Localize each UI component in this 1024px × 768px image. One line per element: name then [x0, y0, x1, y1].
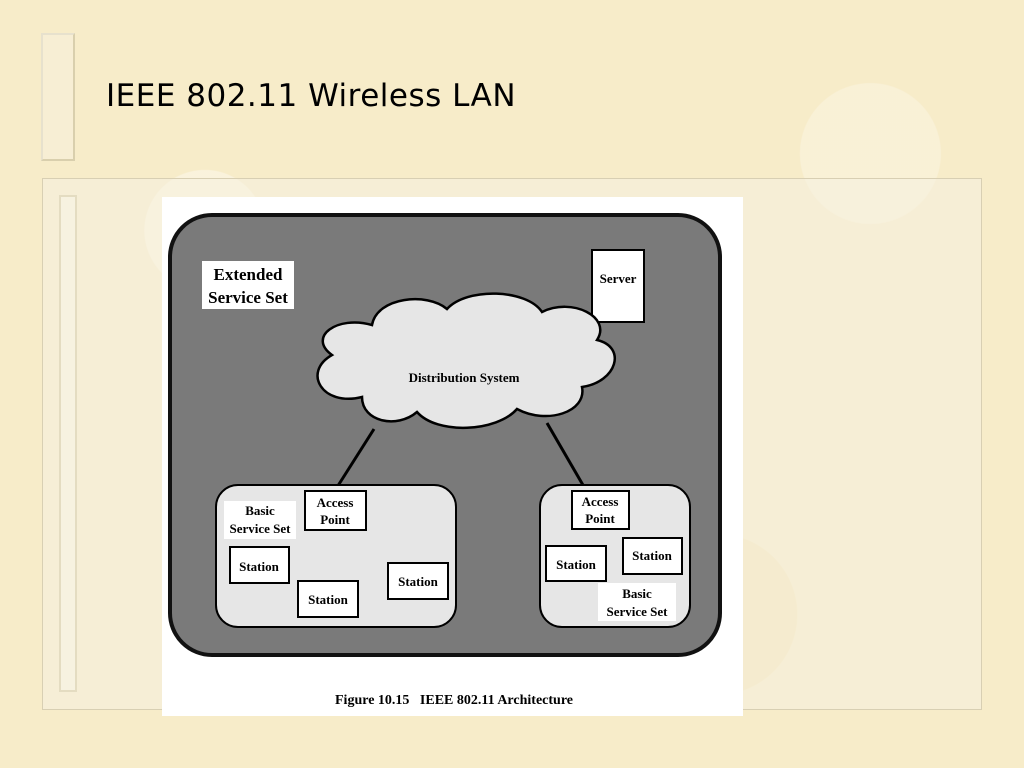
bss-left-station-2-label: Station — [308, 592, 349, 607]
ess-label-line2: Service Set — [208, 288, 288, 307]
content-accent-bar — [59, 195, 77, 692]
bss-right-label-line2: Service Set — [606, 604, 668, 619]
ess-label-line1: Extended — [214, 265, 284, 284]
left-ap-link — [332, 428, 376, 493]
right-ap-link — [545, 422, 589, 493]
distribution-system-cloud — [316, 292, 616, 429]
bss-left-station-3 — [387, 562, 449, 600]
bss-right-label-line1: Basic — [622, 586, 652, 601]
bss-left-label-bg — [224, 501, 296, 539]
bss-left-access-point — [304, 490, 367, 531]
bss-left-station-1 — [229, 546, 290, 584]
bss-right-station-2-label: Station — [632, 548, 673, 563]
architecture-diagram: Extended Service Set Server Distribution… — [168, 213, 722, 708]
bss-left-ap-line1: Access — [317, 495, 354, 510]
bss-right-station-1 — [545, 545, 607, 582]
slide-title: IEEE 802.11 Wireless LAN — [106, 78, 517, 114]
bss-right-ap-line2: Point — [585, 511, 615, 526]
architecture-figure: Extended Service Set Server Distribution… — [162, 197, 743, 716]
bss-right-access-point — [571, 490, 630, 530]
bss-left-label-line2: Service Set — [229, 521, 291, 536]
server-label: Server — [600, 271, 637, 286]
bss-left-station-3-label: Station — [398, 574, 439, 589]
bss-left-ap-line2: Point — [320, 512, 350, 527]
bss-right-station-2 — [622, 537, 683, 575]
bss-left-label-line1: Basic — [245, 503, 275, 518]
bss-right-ap-line1: Access — [582, 494, 619, 509]
bss-right-label-bg — [598, 583, 676, 621]
bss-right-station-1-label: Station — [556, 557, 597, 572]
server-box — [591, 249, 645, 323]
ess-label-bg — [202, 261, 294, 309]
bss-left-station-2 — [297, 580, 359, 618]
figure-caption: Figure 10.15 IEEE 802.11 Architecture — [335, 693, 573, 708]
distribution-system-label: Distribution System — [409, 370, 520, 385]
bss-left-station-1-label: Station — [239, 559, 280, 574]
title-accent-bar — [41, 33, 75, 161]
